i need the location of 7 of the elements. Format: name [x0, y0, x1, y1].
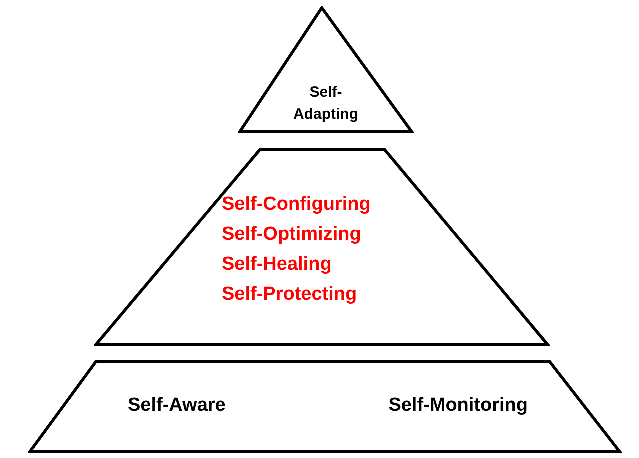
layer-label: Self-Aware — [128, 394, 226, 418]
layer-label: Self-Protecting — [222, 283, 358, 307]
layer-label: Self-Adapting — [292, 83, 360, 125]
layer-label: Self-Healing — [222, 253, 332, 277]
layer-label: Self-Optimizing — [222, 223, 362, 247]
layer-label: Self-Configuring — [222, 193, 371, 217]
layer-label: Self-Monitoring — [388, 394, 528, 418]
